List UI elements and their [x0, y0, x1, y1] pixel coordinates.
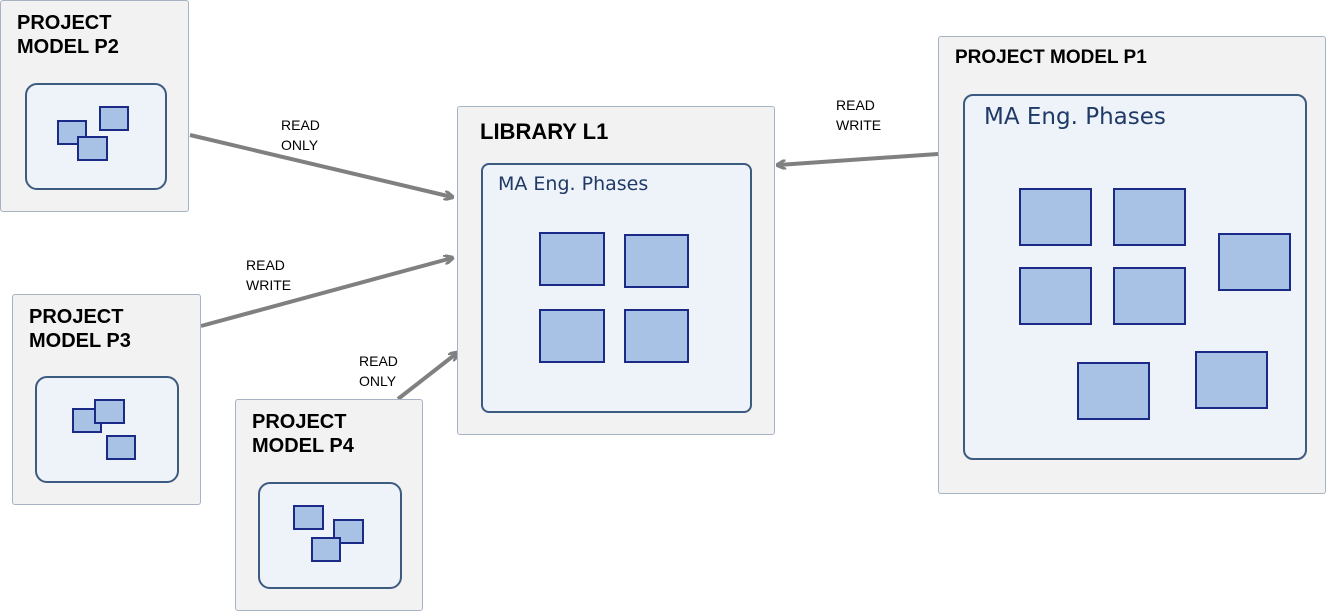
title-line: PROJECT [252, 411, 347, 433]
element-square [1195, 351, 1268, 409]
edge-label-line: READ [359, 353, 398, 369]
project-model-p2[interactable]: PROJECT MODEL P2 [0, 0, 189, 212]
project-model-p1-inner-title: MA Eng. Phases [984, 104, 1166, 130]
project-model-p2-title: PROJECT MODEL P2 [17, 11, 119, 59]
element-square [1019, 267, 1092, 325]
element-square [106, 435, 136, 460]
library-l1-inner: MA Eng. Phases [481, 163, 752, 413]
library-l1-inner-title: MA Eng. Phases [498, 173, 649, 195]
element-square [1077, 362, 1150, 420]
project-model-p3-inner [35, 376, 179, 483]
edge-label-line: READ [836, 97, 875, 113]
arrow-p3-to-library [200, 258, 452, 328]
edge-label-line: ONLY [359, 373, 397, 389]
arrow-p4-to-library [396, 353, 457, 401]
title-line: MODEL P2 [17, 36, 119, 58]
edge-label-line: WRITE [836, 117, 882, 133]
edge-label-p2: READ ONLY [281, 115, 320, 155]
element-square [293, 505, 324, 530]
title-line: PROJECT [17, 12, 112, 34]
library-l1[interactable]: LIBRARY L1 MA Eng. Phases [457, 106, 775, 435]
arrow-p2-to-library [189, 133, 452, 197]
edge-label-line: READ [246, 257, 285, 273]
project-model-p4-title: PROJECT MODEL P4 [252, 410, 354, 458]
element-square [311, 537, 341, 562]
element-square [539, 232, 605, 286]
element-square [624, 234, 689, 288]
edge-label-p4: READ ONLY [359, 351, 398, 391]
project-model-p2-inner [25, 83, 167, 190]
project-model-p1-inner: MA Eng. Phases [963, 94, 1307, 460]
title-line: MODEL P4 [252, 435, 354, 457]
edge-label-line: READ [281, 117, 320, 133]
project-model-p1[interactable]: PROJECT MODEL P1 MA Eng. Phases [938, 36, 1326, 494]
element-square [1113, 188, 1186, 246]
project-model-p1-title: PROJECT MODEL P1 [955, 47, 1147, 68]
project-model-p3[interactable]: PROJECT MODEL P3 [12, 294, 201, 505]
project-model-p4[interactable]: PROJECT MODEL P4 [235, 399, 423, 611]
element-square [1113, 267, 1186, 325]
title-line: MODEL P3 [29, 330, 131, 352]
edge-label-line: WRITE [246, 277, 292, 293]
element-square [1019, 188, 1092, 246]
title-line: PROJECT [29, 306, 124, 328]
element-square [77, 136, 108, 161]
element-square [94, 399, 125, 424]
edge-label-p1: READ WRITE [836, 95, 881, 135]
project-model-p3-title: PROJECT MODEL P3 [29, 305, 131, 353]
library-l1-title: LIBRARY L1 [480, 119, 609, 144]
element-square [1218, 233, 1291, 291]
element-square [624, 309, 689, 363]
edge-label-p3: READ WRITE [246, 255, 291, 295]
arrow-p1-to-library [778, 152, 939, 165]
element-square [99, 106, 129, 131]
project-model-p4-inner [258, 482, 402, 589]
edge-label-line: ONLY [281, 137, 319, 153]
element-square [539, 309, 605, 363]
